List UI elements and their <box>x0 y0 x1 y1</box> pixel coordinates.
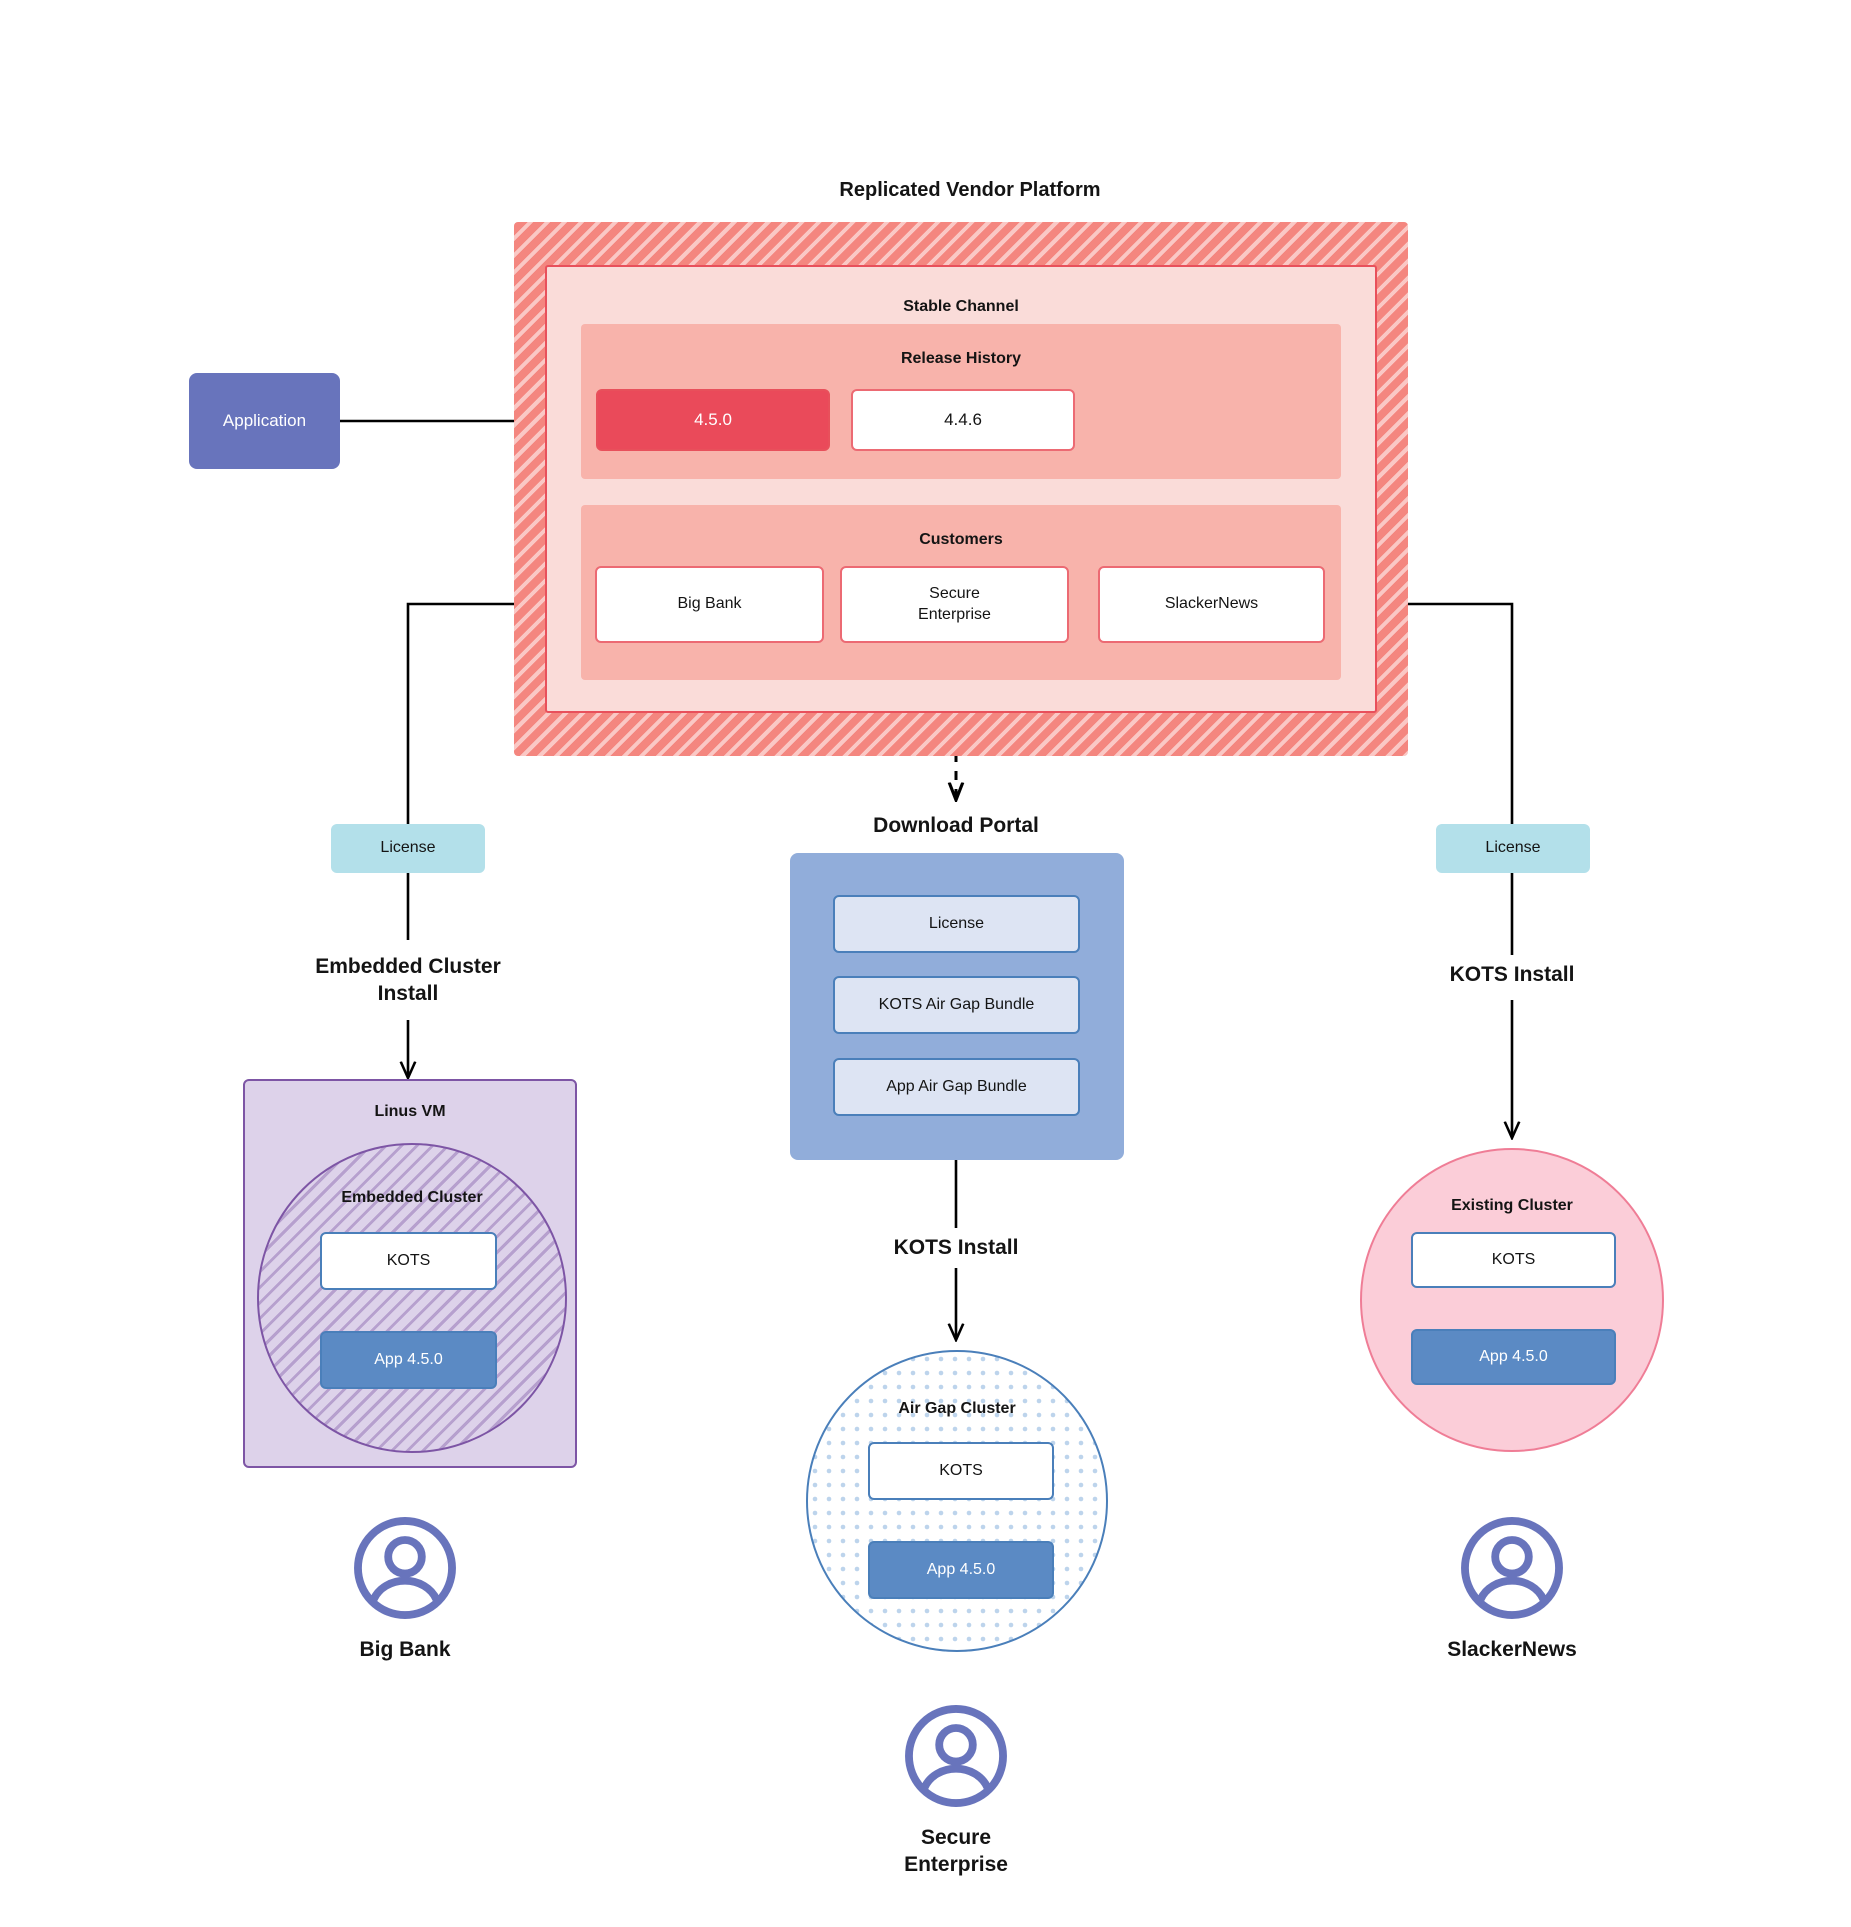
release-chip-current[interactable]: 4.5.0 <box>596 389 830 451</box>
avatar-label-big-bank: Big Bank <box>359 1638 451 1661</box>
kots-chip-right[interactable]: KOTS <box>1411 1232 1616 1288</box>
portal-item-app-air-gap-bundle[interactable]: App Air Gap Bundle <box>833 1058 1080 1116</box>
embedded-cluster-title: Embedded Cluster <box>341 1189 483 1206</box>
edge-label-kots-install-right: KOTS Install <box>1449 963 1575 987</box>
avatar-label-slackernews: SlackerNews <box>1447 1638 1577 1661</box>
embedded-cluster-circle: Embedded Cluster <box>257 1143 567 1453</box>
customers-label: Customers <box>919 531 1003 548</box>
customer-chip-secure-enterprise[interactable]: Secure Enterprise <box>840 566 1069 643</box>
user-circle-icon <box>905 1705 1007 1807</box>
user-circle-icon <box>1461 1517 1563 1619</box>
edge-label-embedded-cluster-install: Embedded Cluster Install <box>315 954 501 1005</box>
existing-cluster-title: Existing Cluster <box>1451 1197 1573 1214</box>
customer-chip-slackernews[interactable]: SlackerNews <box>1098 566 1325 643</box>
linux-vm-title: Linus VM <box>374 1103 446 1120</box>
platform-title: Replicated Vendor Platform <box>839 179 1101 202</box>
app-chip-right[interactable]: App 4.5.0 <box>1411 1329 1616 1385</box>
existing-cluster-circle: Existing Cluster <box>1360 1148 1664 1452</box>
kots-chip-middle[interactable]: KOTS <box>868 1442 1054 1500</box>
app-chip-left[interactable]: App 4.5.0 <box>320 1331 497 1389</box>
user-circle-icon <box>354 1517 456 1619</box>
avatar-big-bank <box>349 1512 461 1624</box>
kots-chip-left[interactable]: KOTS <box>320 1232 497 1290</box>
customer-chip-big-bank[interactable]: Big Bank <box>595 566 824 643</box>
portal-item-license[interactable]: License <box>833 895 1080 953</box>
avatar-label-secure-enterprise: Secure Enterprise <box>904 1826 1008 1877</box>
avatar-secure-enterprise <box>900 1700 1012 1812</box>
license-chip-left[interactable]: License <box>331 824 485 873</box>
app-chip-middle[interactable]: App 4.5.0 <box>868 1541 1054 1599</box>
air-gap-cluster-title: Air Gap Cluster <box>898 1400 1016 1417</box>
edge-label-kots-install-middle: KOTS Install <box>893 1236 1019 1260</box>
download-portal-title: Download Portal <box>873 813 1039 837</box>
release-history-label: Release History <box>900 350 1022 367</box>
stable-channel-label: Stable Channel <box>903 298 1019 315</box>
avatar-slackernews <box>1456 1512 1568 1624</box>
portal-item-kots-air-gap-bundle[interactable]: KOTS Air Gap Bundle <box>833 976 1080 1034</box>
application-box[interactable]: Application <box>189 373 340 469</box>
license-chip-right[interactable]: License <box>1436 824 1590 873</box>
release-chip-previous[interactable]: 4.4.6 <box>851 389 1075 451</box>
air-gap-cluster-circle: Air Gap Cluster <box>806 1350 1108 1652</box>
